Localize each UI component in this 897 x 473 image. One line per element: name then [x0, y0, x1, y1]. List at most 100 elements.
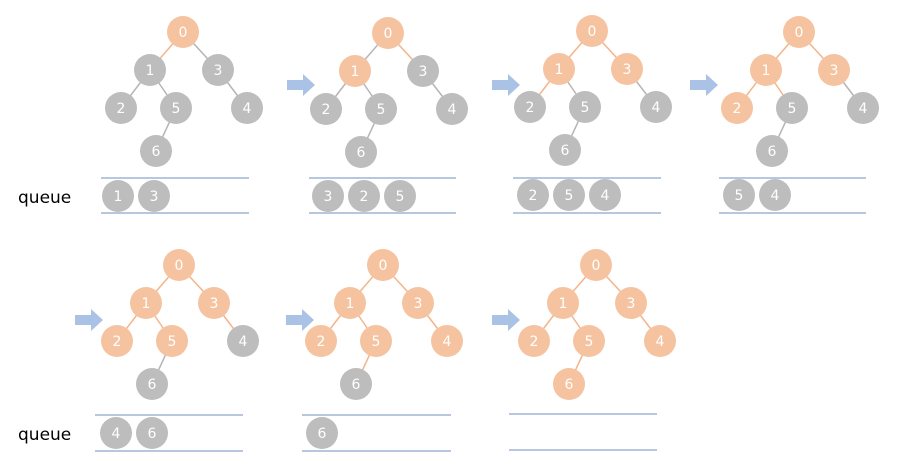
- tree-node-1-label: 1: [146, 63, 155, 79]
- tree-node-4: 4: [231, 92, 263, 124]
- tree-node-2: 2: [305, 325, 337, 357]
- tree-node-0-label: 0: [175, 258, 184, 274]
- tree-node-6-label: 6: [148, 377, 157, 393]
- right-arrow-icon: [492, 309, 520, 331]
- tree-node-6-label: 6: [561, 143, 570, 159]
- queue-item-4-circle: [589, 179, 621, 211]
- tree-node-6-circle: [140, 135, 172, 167]
- queue-item-1: 1: [102, 180, 134, 212]
- tree-node-3: 3: [198, 287, 230, 319]
- tree-node-0-circle: [580, 249, 612, 281]
- tree-node-5: 5: [160, 92, 192, 124]
- tree-node-4-circle: [640, 91, 672, 123]
- queue-item-4-circle: [759, 179, 791, 211]
- queue-item-4-circle: [100, 417, 132, 449]
- tree-node-3-circle: [407, 55, 439, 87]
- queue-item-5: 5: [723, 179, 755, 211]
- tree-node-5-label: 5: [581, 100, 590, 116]
- tree-node-5: 5: [365, 93, 397, 125]
- tree-node-6: 6: [756, 135, 788, 167]
- queue-item-3-circle: [138, 180, 170, 212]
- tree-node-1-label: 1: [142, 296, 151, 312]
- tree-node-2-label: 2: [530, 334, 539, 350]
- queue-item-4: 4: [100, 417, 132, 449]
- queue-item-5-label: 5: [396, 189, 405, 205]
- tree-node-6-circle: [136, 368, 168, 400]
- tree-node-1: 1: [339, 55, 371, 87]
- tree-node-1-circle: [134, 54, 166, 86]
- tree-node-5-label: 5: [377, 102, 386, 118]
- tree-node-0-label: 0: [588, 24, 597, 40]
- tree-node-0-label: 0: [795, 25, 804, 41]
- queue-label-row-2: queue: [18, 425, 71, 445]
- tree-node-5: 5: [776, 92, 808, 124]
- queue-item-4: 4: [589, 179, 621, 211]
- tree-node-1-circle: [130, 287, 162, 319]
- tree-node-4-label: 4: [656, 334, 665, 350]
- tree-node-6: 6: [340, 368, 372, 400]
- queue-item-5: 5: [384, 180, 416, 212]
- queue-item-1-label: 1: [114, 189, 123, 205]
- tree-node-1: 1: [130, 287, 162, 319]
- tree-node-4: 4: [640, 91, 672, 123]
- tree-node-6-label: 6: [152, 144, 161, 160]
- tree-node-5-circle: [160, 92, 192, 124]
- tree-node-1-label: 1: [555, 62, 564, 78]
- tree-node-5-circle: [360, 325, 392, 357]
- tree-node-1: 1: [750, 54, 782, 86]
- queue-item-4-label: 4: [601, 188, 610, 204]
- tree-node-2-label: 2: [113, 334, 122, 350]
- tree-node-3: 3: [202, 54, 234, 86]
- tree-node-2-circle: [310, 93, 342, 125]
- tree-node-0: 0: [576, 15, 608, 47]
- tree-node-5-circle: [569, 91, 601, 123]
- tree-node-4-circle: [431, 325, 463, 357]
- tree-node-2: 2: [105, 92, 137, 124]
- tree-node-4-circle: [231, 92, 263, 124]
- tree-node-0-circle: [576, 15, 608, 47]
- tree-node-2-circle: [305, 325, 337, 357]
- tree-node-3-label: 3: [830, 63, 839, 79]
- tree-node-3-label: 3: [214, 63, 223, 79]
- right-arrow-icon: [287, 74, 315, 96]
- tree-node-3: 3: [818, 54, 850, 86]
- right-arrow-icon: [75, 309, 103, 331]
- tree-node-3-circle: [198, 287, 230, 319]
- queue-item-6: 6: [306, 417, 338, 449]
- queue-item-2: 2: [517, 179, 549, 211]
- tree-node-2-circle: [514, 91, 546, 123]
- tree-node-1: 1: [547, 287, 579, 319]
- tree-node-3: 3: [407, 55, 439, 87]
- tree-node-0-label: 0: [179, 25, 188, 41]
- tree-node-6: 6: [553, 368, 585, 400]
- tree-node-3: 3: [615, 287, 647, 319]
- tree-node-6-label: 6: [768, 144, 777, 160]
- tree-node-3-label: 3: [414, 296, 423, 312]
- tree-node-2-circle: [101, 325, 133, 357]
- tree-node-1-label: 1: [351, 64, 360, 80]
- queue-item-2-label: 2: [360, 189, 369, 205]
- queue-item-5-label: 5: [565, 188, 574, 204]
- tree-node-1-circle: [334, 287, 366, 319]
- tree-node-6-circle: [756, 135, 788, 167]
- tree-node-0-circle: [783, 16, 815, 48]
- tree-node-0: 0: [783, 16, 815, 48]
- tree-node-6-circle: [345, 136, 377, 168]
- tree-node-3: 3: [402, 287, 434, 319]
- tree-node-6-circle: [340, 368, 372, 400]
- queue-item-1-circle: [102, 180, 134, 212]
- tree-node-2-label: 2: [733, 101, 742, 117]
- tree-node-4: 4: [431, 325, 463, 357]
- tree-node-4-circle: [847, 92, 879, 124]
- tree-node-2-label: 2: [117, 101, 126, 117]
- queue-item-6-label: 6: [318, 426, 327, 442]
- queue-item-3-circle: [312, 180, 344, 212]
- tree-node-1: 1: [334, 287, 366, 319]
- queue-item-6-circle: [306, 417, 338, 449]
- queue-item-6: 6: [136, 417, 168, 449]
- tree-node-2-label: 2: [322, 102, 331, 118]
- queue-item-5: 5: [553, 179, 585, 211]
